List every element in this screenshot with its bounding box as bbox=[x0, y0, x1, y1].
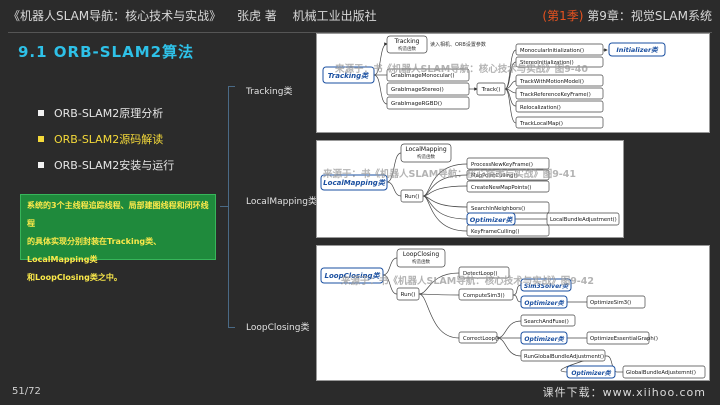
download-link[interactable]: 课件下载：www.xiihoo.com bbox=[542, 386, 706, 399]
optimize-essential-graph: OptimizeEssentialGraph() bbox=[590, 336, 658, 342]
initializer-ref: Initializer类 bbox=[616, 46, 659, 54]
header-right: (第1季) 第9章：视觉SLAM系统 bbox=[542, 7, 712, 24]
bullet-item[interactable]: ORB-SLAM2原理分析 bbox=[38, 100, 174, 126]
bullet-item[interactable]: ORB-SLAM2安装与运行 bbox=[38, 152, 174, 178]
grab-rgbd: GrabImageRGBD() bbox=[391, 101, 442, 107]
branch-label-loopclosing: LoopClosing类 bbox=[246, 323, 310, 333]
optimizer-ref: Optimizer类 bbox=[524, 335, 564, 343]
bullet-label: ORB-SLAM2安装与运行 bbox=[54, 159, 175, 172]
loopclosing-root: LoopClosing类 bbox=[325, 271, 381, 280]
header-divider bbox=[8, 32, 712, 33]
book-title: 《机器人SLAM导航：核心技术与实战》 bbox=[8, 9, 222, 23]
branch-label-localmapping: LocalMapping类 bbox=[246, 197, 317, 207]
sim3solver-ref: Sim3Solver类 bbox=[524, 282, 569, 290]
bullet-item-active[interactable]: ORB-SLAM2源码解读 bbox=[38, 126, 174, 152]
global-ba: GlobalBundleAdjustemnt() bbox=[626, 370, 696, 376]
localmapping-child: CreateNewMapPoints() bbox=[471, 185, 531, 191]
tracking-child: Relocalization() bbox=[520, 105, 561, 111]
branch-label-tracking: Tracking类 bbox=[246, 87, 293, 97]
branch-connector bbox=[220, 206, 228, 207]
author: 张虎 著 bbox=[236, 9, 277, 23]
loopclosing-watermark: 来源于：书《机器人SLAM导航：核心技术与实战》图9-42 bbox=[340, 275, 594, 287]
tracking-child: TrackLocalMap() bbox=[519, 121, 563, 127]
localmapping-ctor-sub: 构造函数 bbox=[417, 153, 435, 160]
tracking-ctor-note: 读入相机、ORB设置参数 bbox=[430, 41, 486, 48]
tracking-diagram: Tracking类 Tracking 构造函数 读入相机、ORB设置参数 Gra… bbox=[316, 33, 710, 133]
tracking-child: TrackReferenceKeyFrame() bbox=[519, 92, 591, 98]
header-left: 《机器人SLAM导航：核心技术与实战》 张虎 著 机械工业出版社 bbox=[8, 7, 389, 24]
tracking-child: TrackWithMotionModel() bbox=[519, 79, 584, 85]
detect-loop: DetectLoop() bbox=[463, 271, 498, 277]
localmapping-child: MapPointCulling() bbox=[471, 173, 518, 179]
summary-line: 和LoopClosing类之中。 bbox=[27, 273, 122, 282]
tracking-child: StereoInitialization() bbox=[520, 60, 574, 66]
edition: (第1季) bbox=[542, 9, 584, 23]
tracking-ctor: Tracking bbox=[394, 38, 420, 45]
optimizer-ref: Optimizer类 bbox=[571, 369, 611, 377]
compute-sim3: ComputeSim3() bbox=[463, 293, 505, 299]
bullet-square-icon bbox=[38, 110, 44, 116]
loopclosing-run: Run() bbox=[401, 292, 416, 298]
summary-box: 系统的3个主线程追踪线程、局部建图线程和闭环线程 的具体实现分别封装在Track… bbox=[20, 194, 216, 282]
localmapping-watermark: 来源于：书《机器人SLAM导航：核心技术与实战》图9-41 bbox=[322, 168, 576, 180]
optimize-sim3: OptimizeSim3() bbox=[590, 300, 631, 306]
bullet-list: ORB-SLAM2原理分析 ORB-SLAM2源码解读 ORB-SLAM2安装与… bbox=[38, 100, 174, 178]
localmapping-optimizer-ref: Optimizer类 bbox=[470, 216, 514, 224]
tracking-child: MonocularInitialization() bbox=[520, 48, 584, 54]
bullet-square-icon bbox=[38, 136, 44, 142]
loopclosing-ctor-sub: 构造函数 bbox=[412, 258, 430, 265]
localmapping-child: KeyFrameCulling() bbox=[471, 229, 519, 235]
track-node: Track() bbox=[481, 87, 501, 93]
search-and-fuse: SearchAndFuse() bbox=[524, 319, 569, 325]
localmapping-child: SearchInNeighbors() bbox=[471, 206, 525, 212]
tracking-ctor-sub: 构造函数 bbox=[398, 45, 416, 52]
summary-line: 的具体实现分别封装在Tracking类、LocalMapping类 bbox=[27, 237, 162, 264]
grab-mono: GrabImageMonocular() bbox=[391, 73, 455, 79]
correct-loop: CorrectLoop() bbox=[463, 336, 499, 342]
localmapping-run: Run() bbox=[405, 194, 420, 200]
section-title: 9.1 ORB-SLAM2算法 bbox=[18, 43, 195, 61]
localmapping-diagram: LocalMapping类 LocalMapping 构造函数 Run() Pr… bbox=[316, 140, 624, 238]
branch-bracket bbox=[228, 86, 235, 328]
tracking-watermark: 来源于：书《机器人SLAM导航：核心技术与实战》图9-40 bbox=[334, 63, 588, 75]
localmapping-ctor: LocalMapping bbox=[405, 146, 446, 153]
loopclosing-ctor: LoopClosing bbox=[403, 251, 440, 258]
publisher: 机械工业出版社 bbox=[292, 9, 377, 23]
localmapping-root: LocalMapping类 bbox=[323, 178, 386, 187]
localmapping-child: ProcessNewKeyFrame() bbox=[471, 162, 533, 168]
localmapping-lba: LocalBundleAdjustment() bbox=[550, 217, 617, 223]
loopclosing-diagram: LoopClosing类 LoopClosing 构造函数 Run() Dete… bbox=[316, 245, 710, 381]
optimizer-ref: Optimizer类 bbox=[524, 299, 564, 307]
chapter-title: 第9章：视觉SLAM系统 bbox=[587, 9, 712, 23]
bullet-square-icon bbox=[38, 162, 44, 168]
bullet-label: ORB-SLAM2原理分析 bbox=[54, 107, 164, 120]
tracking-root: Tracking类 bbox=[328, 71, 369, 80]
grab-stereo: GrabImageStereo() bbox=[391, 87, 444, 93]
page-number: 51/72 bbox=[12, 386, 41, 397]
bullet-label: ORB-SLAM2源码解读 bbox=[54, 133, 164, 146]
run-global-ba: RunGlobalBundleAdjustment() bbox=[524, 354, 604, 360]
summary-line: 系统的3个主线程追踪线程、局部建图线程和闭环线程 bbox=[27, 201, 209, 228]
